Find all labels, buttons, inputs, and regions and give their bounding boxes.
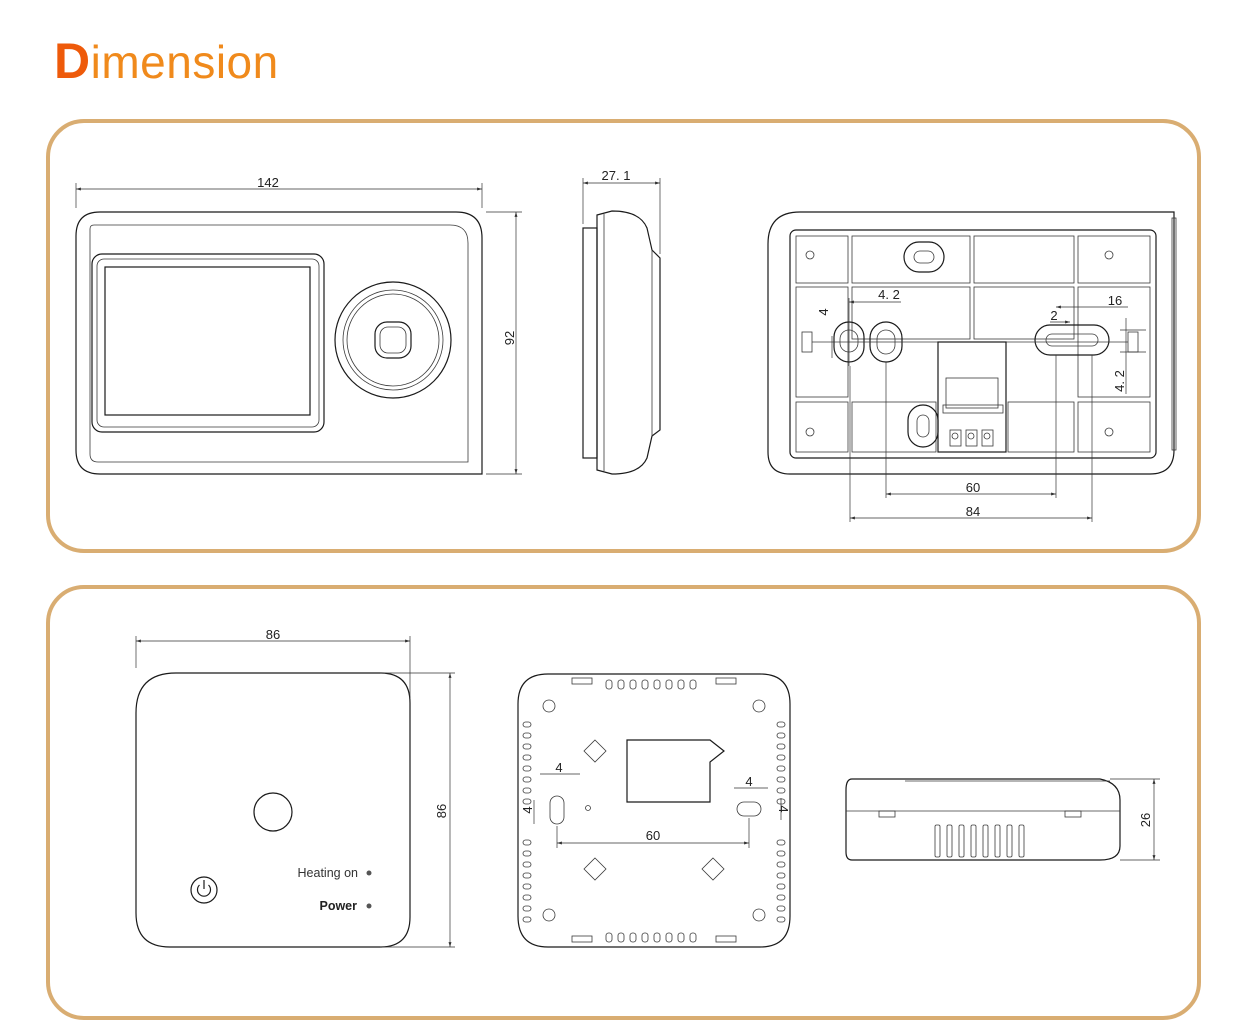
vent-slot bbox=[776, 916, 786, 923]
vent-slot bbox=[776, 743, 786, 750]
vent-slot bbox=[776, 765, 786, 772]
vent-slot bbox=[970, 824, 977, 858]
wired-side-view: 27. 1 bbox=[582, 168, 661, 475]
top-vents bbox=[605, 679, 697, 690]
vent-slot bbox=[522, 872, 532, 879]
page-title: Dimension bbox=[54, 36, 279, 86]
vent-slot bbox=[522, 743, 532, 750]
wireless-back-view: 4 4 4 4 60 bbox=[517, 673, 791, 948]
vent-slot bbox=[776, 839, 786, 846]
vent-slot bbox=[522, 916, 532, 923]
power-indicator bbox=[366, 903, 372, 909]
vent-slot bbox=[629, 679, 637, 690]
vent-slot bbox=[982, 824, 989, 858]
vent-slot bbox=[689, 932, 697, 943]
vent-slot bbox=[689, 679, 697, 690]
vent-slot bbox=[946, 824, 953, 858]
wireless-left-hole-v-label: 4 bbox=[520, 806, 535, 813]
vent-slot bbox=[641, 679, 649, 690]
bottom-vents bbox=[605, 932, 697, 943]
vent-slot bbox=[605, 679, 613, 690]
vent-slot bbox=[653, 932, 661, 943]
wireless-right-hole-label: 4 bbox=[745, 774, 752, 789]
wired-height-label: 92 bbox=[502, 331, 517, 345]
wired-spacing-outer-label: 84 bbox=[966, 504, 980, 519]
wired-back-view: 4. 2 4 16 2 4. 2 60 84 bbox=[767, 211, 1177, 522]
wireless-right-hole-v-label: 4 bbox=[776, 805, 791, 812]
vent-slot bbox=[522, 905, 532, 912]
wireless-side-view: 26 bbox=[845, 778, 1160, 861]
wireless-spacing-label: 60 bbox=[646, 828, 660, 843]
vent-slot bbox=[776, 721, 786, 728]
vent-slot bbox=[522, 861, 532, 868]
wired-slot-gap-label: 2 bbox=[1050, 308, 1057, 323]
vent-slot bbox=[994, 824, 1001, 858]
vent-slot bbox=[522, 765, 532, 772]
vent-slot bbox=[522, 894, 532, 901]
wired-width-label: 142 bbox=[257, 175, 279, 190]
wireless-depth-label: 26 bbox=[1138, 813, 1153, 827]
left-vents bbox=[522, 721, 532, 923]
vent-slot bbox=[776, 850, 786, 857]
vent-slot bbox=[1006, 824, 1013, 858]
vent-slot bbox=[522, 883, 532, 890]
vent-slot bbox=[653, 679, 661, 690]
vent-slot bbox=[665, 932, 673, 943]
wireless-left-hole-label: 4 bbox=[555, 760, 562, 775]
title-rest: imension bbox=[90, 36, 279, 88]
vent-slot bbox=[665, 679, 673, 690]
wired-slot-label: 16 bbox=[1108, 293, 1122, 308]
vent-slot bbox=[641, 932, 649, 943]
vent-slot bbox=[522, 721, 532, 728]
wired-slot-diameter-label: 4. 2 bbox=[1112, 370, 1127, 392]
vent-slot bbox=[522, 787, 532, 794]
vent-slot bbox=[776, 872, 786, 879]
side-vents bbox=[934, 824, 1025, 858]
panel-wired bbox=[46, 119, 1201, 553]
vent-slot bbox=[617, 932, 625, 943]
vent-slot bbox=[522, 754, 532, 761]
vent-slot bbox=[934, 824, 941, 858]
wireless-height-label: 86 bbox=[434, 804, 449, 818]
vent-slot bbox=[776, 732, 786, 739]
wired-spacing-inner-label: 60 bbox=[966, 480, 980, 495]
vent-slot bbox=[677, 679, 685, 690]
vent-slot bbox=[522, 798, 532, 805]
panel-wireless bbox=[46, 585, 1201, 1020]
vent-slot bbox=[958, 824, 965, 858]
heating-on-label: Heating on bbox=[298, 866, 359, 880]
power-label: Power bbox=[319, 899, 357, 913]
wireless-width-label: 86 bbox=[266, 627, 280, 642]
wired-hole-diameter-label: 4. 2 bbox=[878, 287, 900, 302]
vent-slot bbox=[776, 776, 786, 783]
vent-slot bbox=[522, 776, 532, 783]
vent-slot bbox=[605, 932, 613, 943]
vent-slot bbox=[522, 839, 532, 846]
vent-slot bbox=[776, 754, 786, 761]
vent-slot bbox=[522, 732, 532, 739]
vent-slot bbox=[776, 861, 786, 868]
title-initial: D bbox=[54, 33, 91, 89]
vent-slot bbox=[617, 679, 625, 690]
right-vents bbox=[776, 721, 786, 923]
vent-slot bbox=[522, 850, 532, 857]
vent-slot bbox=[1018, 824, 1025, 858]
vent-slot bbox=[629, 932, 637, 943]
wireless-front-view: Heating on Power 86 86 bbox=[135, 627, 455, 948]
vent-slot bbox=[677, 932, 685, 943]
wired-front-view: 142 92 bbox=[75, 175, 522, 475]
wired-depth-label: 27. 1 bbox=[602, 168, 631, 183]
vent-slot bbox=[776, 883, 786, 890]
vent-slot bbox=[776, 894, 786, 901]
vent-slot bbox=[776, 905, 786, 912]
vent-slot bbox=[776, 787, 786, 794]
heating-indicator bbox=[366, 870, 372, 876]
wired-hole-gap-label: 4 bbox=[816, 308, 831, 315]
